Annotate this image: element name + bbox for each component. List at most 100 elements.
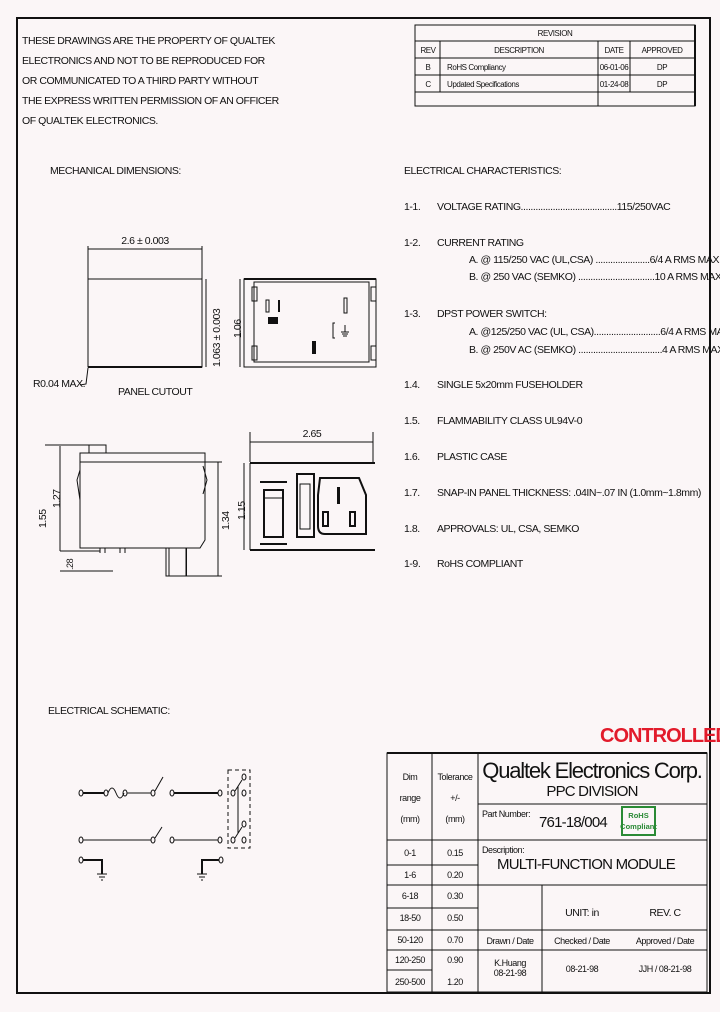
checked-label: Checked / Date [554,936,610,946]
disclaimer-line: THESE DRAWINGS ARE THE PROPERTY OF QUALT… [22,35,275,47]
tolerance-value: 0.15 [447,848,463,858]
item-text: PLASTIC CASE [437,451,507,463]
division-name: PPC DIVISION [546,783,637,800]
revision-title: REVISION [538,29,573,38]
side-total-height-dim: 1.55 [37,509,49,528]
item-text: SINGLE 5x20mm FUSEHOLDER [437,379,583,391]
item-subtext: B. @ 250 VAC (SEMKO) ...................… [469,271,720,283]
unit-value: UNIT: in [565,907,599,919]
schematic-title: ELECTRICAL SCHEMATIC: [48,705,170,717]
description-label: Description: [482,845,524,855]
item-subtext: B. @ 250V AC (SEMKO) ...................… [469,344,720,356]
electrical-title: ELECTRICAL CHARACTERISTICS: [404,165,561,177]
item-number: 1-1. [404,201,420,213]
side-body-height-dim: 1.27 [51,489,63,508]
item-text: DPST POWER SWITCH: [437,308,547,320]
item-number: 1-2. [404,237,420,249]
front-view-drawing: 2.65 1.15 [236,428,375,551]
rohs-badge-text: RoHS [628,811,648,820]
disclaimer-line: ELECTRONICS AND NOT TO BE REPRODUCED FOR [22,55,266,67]
item-subtext: A. @125/250 VAC (UL, CSA)...............… [469,326,720,338]
panel-cutout-label: PANEL CUTOUT [118,386,193,398]
drawn-label: Drawn / Date [486,936,534,946]
revision-rev: C [425,80,431,89]
revision-header-description: DESCRIPTION [494,46,544,55]
side-pin-height-dim: 1.34 [220,511,232,530]
tolerance-value: 0.90 [447,955,463,965]
tolerance-value: 1.20 [447,977,463,987]
item-text: VOLTAGE RATING..........................… [437,201,671,213]
rohs-badge-text: Compliant [620,822,657,831]
disclaimer: THESE DRAWINGS ARE THE PROPERTY OF QUALT… [22,35,280,127]
tolerance-range: 120-250 [395,955,425,965]
cutout-height-dim: 1.063 ± 0.003 [211,308,223,367]
part-number: 761-18/004 [539,814,607,831]
approved-label: Approved / Date [636,936,695,946]
approved-value: JJH / 08-21-98 [639,964,692,974]
front-width-dim: 2.65 [303,428,322,440]
electrical-characteristics: ELECTRICAL CHARACTERISTICS: 1-1. VOLTAGE… [404,165,720,570]
tolerance-value: 0.30 [447,891,463,901]
part-number-label: Part Number: [482,809,530,819]
side-view-drawing: 1.55 1.27 1.34 .28 [37,444,232,577]
disclaimer-line: OR COMMUNICATED TO A THIRD PARTY WITHOUT [22,75,259,87]
side-bottom-dim: .28 [65,558,75,570]
revision-description: RoHS Compliancy [447,63,506,72]
tolerance-header: (mm) [445,814,465,824]
item-text: RoHS COMPLIANT [437,558,524,570]
item-text: CURRENT RATING [437,237,524,249]
item-number: 1.4. [404,379,420,391]
disclaimer-line: THE EXPRESS WRITTEN PERMISSION OF AN OFF… [22,95,280,107]
revision-header-rev: REV [420,46,436,55]
electrical-schematic [78,769,251,881]
drawn-date: 08-21-98 [494,968,527,978]
tolerance-range: 50-120 [397,935,423,945]
checked-value: 08-21-98 [566,964,599,974]
revision-rev: B [426,63,431,72]
item-subtext: A. @ 115/250 VAC (UL,CSA) ..............… [469,254,720,266]
company-name: Qualtek Electronics Corp. [482,758,702,783]
rev-value: REV. C [649,907,681,919]
dim-header: range [400,793,421,803]
rear-view-drawing: 1.06 [232,278,377,368]
dim-header: Dim [403,772,418,782]
tolerance-range: 1-6 [404,870,416,880]
tolerance-value: 0.50 [447,913,463,923]
item-number: 1.6. [404,451,420,463]
controlled-stamp: CONTROLLED [600,725,720,747]
rohs-badge [621,806,656,836]
revision-header-date: DATE [605,46,624,55]
item-number: 1-9. [404,558,420,570]
item-number: 1.8. [404,523,420,535]
tolerance-header: Tolerance [438,772,473,782]
item-number: 1-3. [404,308,420,320]
revision-date: 01-24-08 [600,80,629,89]
revision-description: Updated Specifications [447,80,519,89]
item-text: FLAMMABILITY CLASS UL94V-0 [437,415,583,427]
tolerance-header: +/- [450,793,460,803]
title-block: Dim range (mm) Tolerance +/- (mm) 0-1 0.… [386,752,708,993]
tolerance-value: 0.20 [447,870,463,880]
disclaimer-line: OF QUALTEK ELECTRONICS. [22,115,158,127]
revision-header-approved: APPROVED [642,46,684,55]
front-height-dim: 1.15 [236,501,248,520]
rear-height-dim: 1.06 [232,319,244,338]
revision-approved: DP [657,80,667,89]
dim-header: (mm) [400,814,420,824]
item-text: APPROVALS: UL, CSA, SEMKO [437,523,579,535]
revision-table: REVISION REV DESCRIPTION DATE APPROVED B… [414,24,696,107]
tolerance-range: 0-1 [404,848,416,858]
cutout-width-dim: 2.6 ± 0.003 [121,235,169,247]
sheet-border [16,17,711,994]
panel-cutout-drawing: 2.6 ± 0.003 1.063 ± 0.003 R0.04 MAX. PAN… [33,235,223,398]
tolerance-range: 250-500 [395,977,425,987]
tolerance-range: 6-18 [402,891,419,901]
tolerance-range: 18-50 [400,913,421,923]
revision-date: 06-01-06 [600,63,629,72]
revision-approved: DP [657,63,667,72]
corner-radius-note: R0.04 MAX. [33,378,85,390]
drawn-by: K.Huang [494,958,526,968]
item-text: SNAP-IN PANEL THICKNESS: .04IN~.07 IN (1… [437,487,701,499]
item-number: 1.7. [404,487,420,499]
